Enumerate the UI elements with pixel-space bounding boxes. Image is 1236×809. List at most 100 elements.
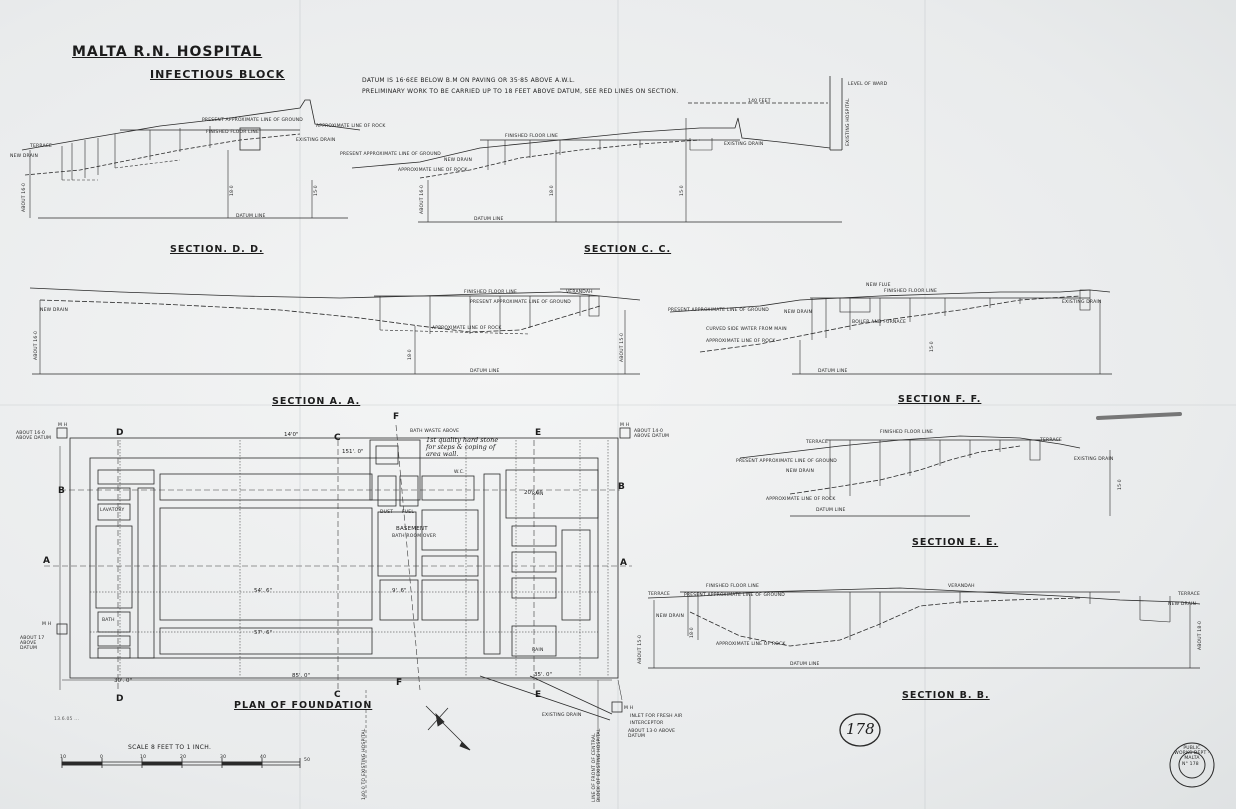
dd-note: EXISTING DRAIN xyxy=(296,138,336,143)
scale-tick: 30 xyxy=(220,755,227,760)
aa-dim: ABOUT 16·0 xyxy=(34,330,39,360)
cc-note: FINISHED FLOOR LINE xyxy=(505,134,559,139)
plan-label: PLAN OF FOUNDATION xyxy=(234,700,373,711)
section-bb-label: SECTION B. B. xyxy=(902,690,990,701)
plan-note-about: ABOUT 16·0 ABOVE DATUM xyxy=(16,431,52,441)
cc-note: DATUM LINE xyxy=(474,217,504,222)
ff-note: NEW DRAIN xyxy=(784,310,813,315)
dd-note: APPROXIMATE LINE OF ROCK xyxy=(316,124,386,129)
plan-note-to-hospital: 140·0 TO EXISTING HOSPITAL xyxy=(362,728,367,800)
drawing-subtitle: INFECTIOUS BLOCK xyxy=(150,68,285,81)
section-dd-drawing xyxy=(21,99,361,219)
plan-note-rain: RAIN xyxy=(532,648,544,653)
plan-letter-b: B xyxy=(58,486,65,496)
plan-letter-f: F xyxy=(396,678,403,688)
bb-note: APPROXIMATE LINE OF ROCK xyxy=(716,642,786,647)
cc-dim: ABOUT 16·0 xyxy=(420,184,425,214)
drawing-number: 178 xyxy=(846,720,875,738)
dd-dim: 15·0 xyxy=(314,185,319,196)
plan-note-interceptor: INTERCEPTOR xyxy=(630,721,664,726)
plan-letter-b: B xyxy=(618,482,625,492)
section-ee-drawing xyxy=(739,435,1111,517)
ff-note: DATUM LINE xyxy=(818,369,848,374)
plan-letter-c: C xyxy=(334,690,341,700)
section-ff-label: SECTION F. F. xyxy=(898,394,982,405)
scale-tick: 50 xyxy=(304,758,311,763)
scale-tick: 20 xyxy=(180,755,187,760)
stamp-center-text: N° 178 xyxy=(1182,762,1199,767)
aa-dim: ABOUT 15·0 xyxy=(620,332,625,362)
plan-note-mh: M H xyxy=(58,423,68,428)
aa-note: PRESENT APPROXIMATE LINE OF GROUND xyxy=(470,300,571,305)
ff-note: APPROXIMATE LINE OF ROCK xyxy=(706,339,776,344)
ee-note: EXISTING DRAIN xyxy=(1074,457,1114,462)
plan-note-about: ABOUT 14·0 ABOVE DATUM xyxy=(634,429,670,439)
scale-tick: 10 xyxy=(140,755,147,760)
bb-note: VERANDAH xyxy=(948,584,975,589)
ee-note: TERRACE xyxy=(806,440,829,445)
aa-note: NEW DRAIN xyxy=(40,308,69,313)
ee-note: DATUM LINE xyxy=(816,508,846,513)
cc-note: PRESENT APPROXIMATE LINE OF GROUND xyxy=(340,152,441,157)
plan-dim: 35'. 0" xyxy=(534,672,553,678)
plan-note-line-front: LINE OF FRONT OF CENTRAL BLOCK OF EXISTI… xyxy=(592,728,602,802)
scale-bar xyxy=(61,758,301,768)
plan-note-bath: BATH xyxy=(102,618,115,623)
bb-note: TERRACE xyxy=(648,592,671,597)
section-aa-drawing xyxy=(29,287,641,375)
ff-note: CURVED SIDE WATER FROM MAIN xyxy=(706,327,787,332)
bb-note: FINISHED FLOOR LINE xyxy=(706,584,760,589)
plan-letter-e: E xyxy=(535,690,542,700)
ff-note: PRESENT APPROXIMATE LINE OF GROUND xyxy=(668,308,769,313)
scale-tick: 0 xyxy=(100,755,104,760)
plan-dim: 20'. 6" xyxy=(524,490,543,496)
bb-note: TERRACE xyxy=(1178,592,1201,597)
bb-note: NEW DRAIN xyxy=(656,614,685,619)
plan-drawing xyxy=(44,424,632,800)
scale-tick: 10 xyxy=(60,755,67,760)
cc-note: 140 FEET xyxy=(748,99,771,104)
datum-note-1: DATUM IS 16·6ƐE BELOW B.M ON PAVING OR 3… xyxy=(362,77,576,84)
plan-note-basement-sub: BATH ROOM OVER xyxy=(392,534,437,539)
ff-note: EXISTING DRAIN xyxy=(1062,300,1102,305)
stamp-ring-text: PUBLIC WORKS DEPT · MALTA xyxy=(1174,746,1210,761)
ee-note: TERRACE xyxy=(1040,438,1063,443)
bb-note: NEW DRAIN xyxy=(1168,602,1197,607)
section-cc-label: SECTION C. C. xyxy=(584,244,672,255)
ee-note: NEW DRAIN xyxy=(786,469,815,474)
plan-note-basement: BASEMENT xyxy=(396,526,428,532)
north-arrow-icon xyxy=(425,705,471,751)
plan-dim: 85'. 0" xyxy=(292,673,311,679)
dd-note: PRESENT APPROXIMATE LINE OF GROUND xyxy=(202,118,303,123)
plan-note-mh: M H xyxy=(42,622,52,627)
plan-note-inlet: INLET FOR FRESH AIR xyxy=(630,714,683,719)
section-ff-drawing xyxy=(669,289,1112,375)
section-dd-label: SECTION. D. D. xyxy=(170,244,264,255)
plan-letter-d: D xyxy=(116,694,124,704)
cc-note: LEVEL OF WARD xyxy=(848,82,888,87)
section-bb-drawing xyxy=(647,587,1201,669)
plan-note-about: ABOUT 17 ABOVE DATUM xyxy=(20,636,45,651)
plan-letter-a: A xyxy=(620,558,627,568)
plan-letter-f: F xyxy=(393,412,400,422)
ff-note: NEW FLUE xyxy=(866,283,891,288)
bb-dim: ABOUT 15·0 xyxy=(638,634,643,664)
plan-dim: 14'0" xyxy=(284,432,299,438)
ee-note: PRESENT APPROXIMATE LINE OF GROUND xyxy=(736,459,837,464)
aa-note: VERANDAH xyxy=(566,290,593,295)
plan-note-dust: DUST xyxy=(380,510,394,515)
datum-note-2: PRELIMINARY WORK TO BE CARRIED UP TO 18 … xyxy=(362,88,679,95)
plan-letter-d: D xyxy=(116,428,124,438)
ff-note: FINISHED FLOOR LINE xyxy=(884,289,938,294)
scale-tick: 40 xyxy=(260,755,267,760)
dd-note: NEW DRAIN xyxy=(10,154,39,159)
cc-note: APPROXIMATE LINE OF ROCK xyxy=(398,168,468,173)
cc-note: EXISTING DRAIN xyxy=(724,142,764,147)
bb-dim: ABOUT 18·0 xyxy=(1198,620,1203,650)
drawing-number-oval xyxy=(839,713,881,747)
aa-note: DATUM LINE xyxy=(470,369,500,374)
plan-note-wc: W.C. xyxy=(454,470,465,475)
aa-note: APPROXIMATE LINE OF ROCK xyxy=(432,326,502,331)
cc-dim: 15·0 xyxy=(680,185,685,196)
